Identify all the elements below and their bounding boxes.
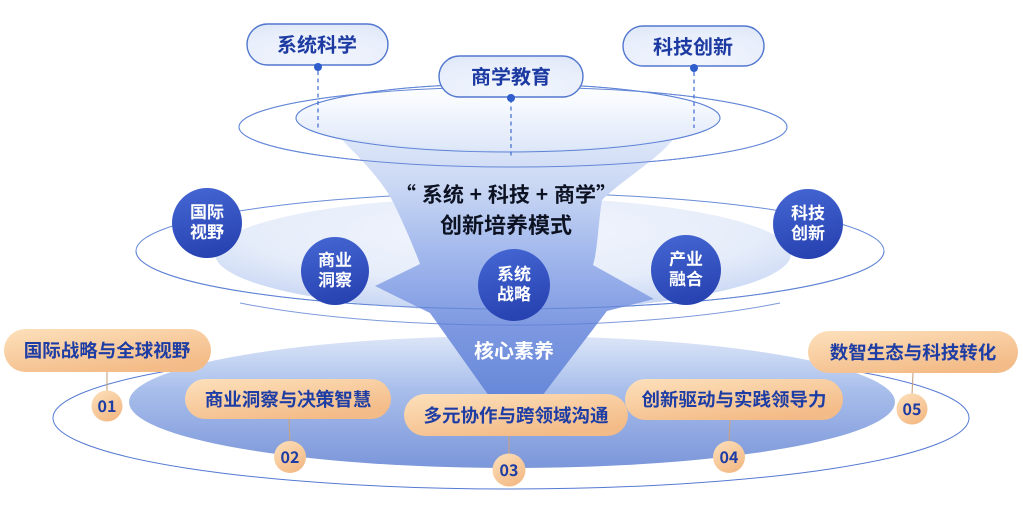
- svg-text:商业: 商业: [318, 246, 352, 271]
- svg-text:国际: 国际: [190, 198, 224, 223]
- svg-text:数智生态与科技转化: 数智生态与科技转化: [830, 339, 997, 365]
- svg-text:商业洞察与决策智慧: 商业洞察与决策智慧: [205, 386, 372, 412]
- svg-text:核心素养: 核心素养: [474, 335, 554, 364]
- svg-text:01: 01: [98, 393, 117, 417]
- svg-text:“ 系统 + 科技 + 商学”: “ 系统 + 科技 + 商学”: [395, 179, 617, 209]
- svg-text:创新驱动与实践领导力: 创新驱动与实践领导力: [641, 386, 826, 412]
- svg-text:04: 04: [720, 444, 739, 468]
- svg-text:国际战略与全球视野: 国际战略与全球视野: [24, 337, 191, 363]
- svg-text:03: 03: [500, 457, 519, 481]
- svg-text:科技创新: 科技创新: [653, 31, 733, 60]
- svg-text:融合: 融合: [669, 265, 703, 290]
- svg-text:02: 02: [281, 444, 300, 468]
- svg-text:产业: 产业: [669, 245, 703, 270]
- svg-text:05: 05: [903, 396, 922, 420]
- svg-text:创新: 创新: [791, 219, 825, 244]
- svg-text:视野: 视野: [190, 218, 224, 243]
- svg-text:系统: 系统: [497, 260, 531, 285]
- svg-text:科技: 科技: [791, 199, 825, 224]
- svg-text:系统科学: 系统科学: [277, 29, 357, 58]
- svg-text:战略: 战略: [497, 280, 531, 305]
- svg-text:创新培养模式: 创新培养模式: [440, 208, 572, 240]
- svg-text:多元协作与跨领域沟通: 多元协作与跨领域沟通: [423, 402, 609, 428]
- svg-text:商学教育: 商学教育: [471, 61, 551, 90]
- svg-text:洞察: 洞察: [318, 266, 352, 291]
